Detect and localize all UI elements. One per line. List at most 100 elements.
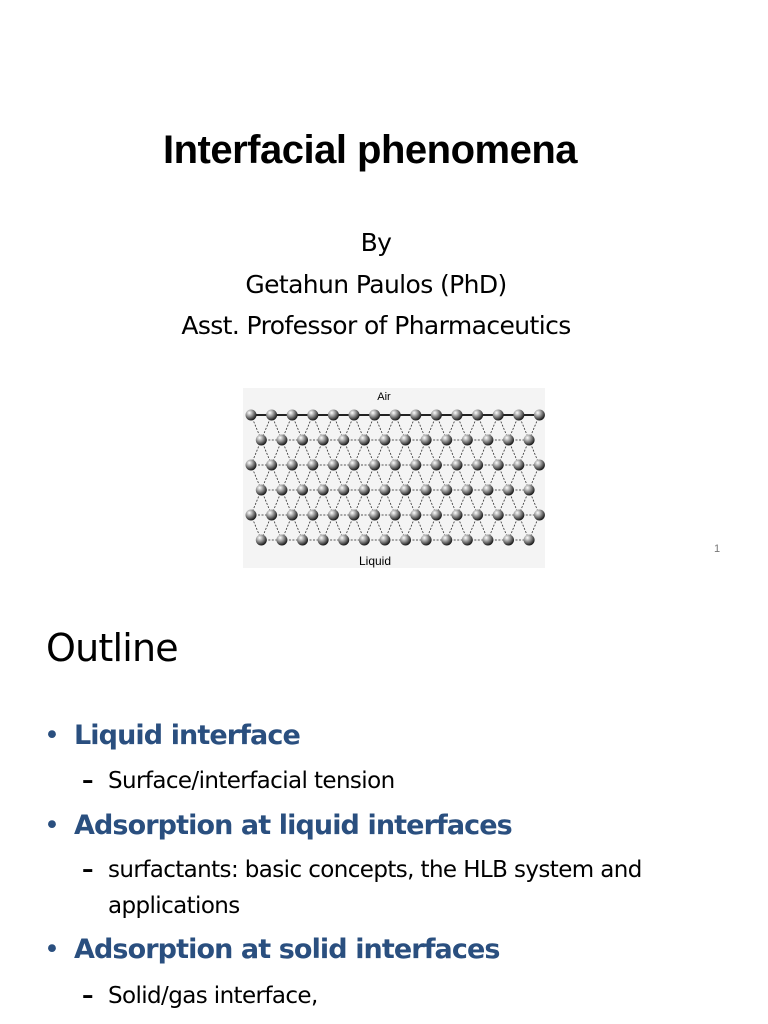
molecule-sphere [523,434,535,446]
molecule-sphere [472,459,484,471]
molecule-sphere [307,459,319,471]
molecule-sphere [523,534,535,546]
molecule-sphere [430,459,442,471]
outline-slide: Outline •Liquid interface – Surface/inte… [0,596,768,1024]
slide-title: Interfacial phenomena [162,128,578,172]
outline-item-liquid-interface: • Liquid interface [44,720,301,751]
molecule-sphere [286,459,298,471]
molecule-sphere [317,434,329,446]
molecule-sphere [503,484,514,496]
author-position: Asst. Professor of Pharmaceutics [181,311,571,340]
molecule-sphere [348,509,360,521]
molecule-sphere [276,534,288,546]
molecule-sphere [420,534,432,546]
molecule-sphere [513,509,525,521]
molecule-sphere [420,484,432,496]
outline-heading: Liquid interface [74,720,301,751]
molecule-sphere [255,434,267,446]
molecule-sphere [307,509,319,521]
outline-item-adsorption-liquid: •Adsorption at liquid interfaces [44,810,513,841]
molecule-sphere [245,509,257,521]
molecule-sphere [451,509,463,521]
molecule-sphere [389,509,401,521]
air-label: Air [377,391,391,403]
molecule-sphere [410,459,422,471]
molecule-sphere [245,459,257,471]
molecule-sphere [297,484,308,496]
molecule-sphere [482,484,494,496]
molecules [245,409,545,546]
molecule-sphere [482,534,494,546]
outline-subitem-text: Solid/gas interface, [108,983,318,1009]
molecule-sphere [317,534,329,546]
molecule-sphere [503,534,514,546]
molecule-sphere [348,459,360,471]
molecule-sphere [430,409,442,421]
molecule-sphere [266,509,278,521]
title-slide: Interfacial phenomena By Getahun Paulos … [162,128,721,568]
molecule-sphere [492,459,504,471]
molecule-sphere [266,409,278,421]
molecule-sphere [533,459,545,471]
outline-heading: Adsorption at solid interfaces [74,934,500,965]
bullet-icon: • [44,934,60,965]
slide-number: 1 [714,543,721,555]
molecule-sphere [400,484,411,496]
molecular-interface-diagram: Air Liquid [243,388,545,568]
molecule-sphere [348,409,360,421]
molecule-sphere [451,459,463,471]
molecule-sphere [503,434,514,446]
molecule-sphere [533,509,545,521]
molecule-sphere [369,509,381,521]
molecule-sphere [492,509,504,521]
molecule-sphere [369,459,381,471]
molecule-sphere [441,484,453,496]
molecule-sphere [389,409,401,421]
outline-title: Outline [46,626,179,670]
molecule-sphere [523,484,535,496]
molecule-sphere [513,409,525,421]
molecule-sphere [286,409,298,421]
outline-item-adsorption-solid: • Adsorption at solid interfaces [44,934,500,965]
molecule-sphere [441,434,453,446]
author-name: Getahun Paulos (PhD) [245,270,507,299]
molecule-sphere [410,509,422,521]
molecule-sphere [255,534,267,546]
molecule-sphere [327,509,339,521]
molecule-sphere [461,534,473,546]
molecule-sphere [276,434,288,446]
molecule-sphere [513,459,525,471]
molecule-sphere [338,434,350,446]
outline-subitem-text: surfactants: basic concepts, the HLB sys… [108,857,642,919]
dash-icon: – [82,768,94,794]
molecule-sphere [297,534,308,546]
molecule-sphere [286,509,298,521]
molecule-sphere [389,459,401,471]
molecule-sphere [461,484,473,496]
molecule-sphere [533,409,545,421]
molecule-sphere [379,484,391,496]
molecule-sphere [266,459,278,471]
molecule-sphere [358,434,370,446]
outline-subitem: – Solid/gas interface, [82,978,718,1014]
molecule-sphere [400,434,411,446]
molecule-sphere [307,409,319,421]
molecule-sphere [379,434,391,446]
molecule-sphere [317,484,329,496]
molecule-sphere [441,534,453,546]
molecule-sphere [379,534,391,546]
liquid-label: Liquid [359,554,391,568]
molecule-sphere [451,409,463,421]
molecule-sphere [492,409,504,421]
molecule-sphere [276,484,288,496]
molecule-sphere [482,434,494,446]
outline-heading: Adsorption at liquid interfaces [74,810,513,841]
outline-subitem: – surfactants: basic concepts, the HLB s… [82,852,718,924]
molecule-sphere [327,409,339,421]
molecule-sphere [369,409,381,421]
bullet-icon: • [44,720,60,751]
molecule-sphere [358,484,370,496]
molecule-sphere [400,534,411,546]
molecule-sphere [338,484,350,496]
